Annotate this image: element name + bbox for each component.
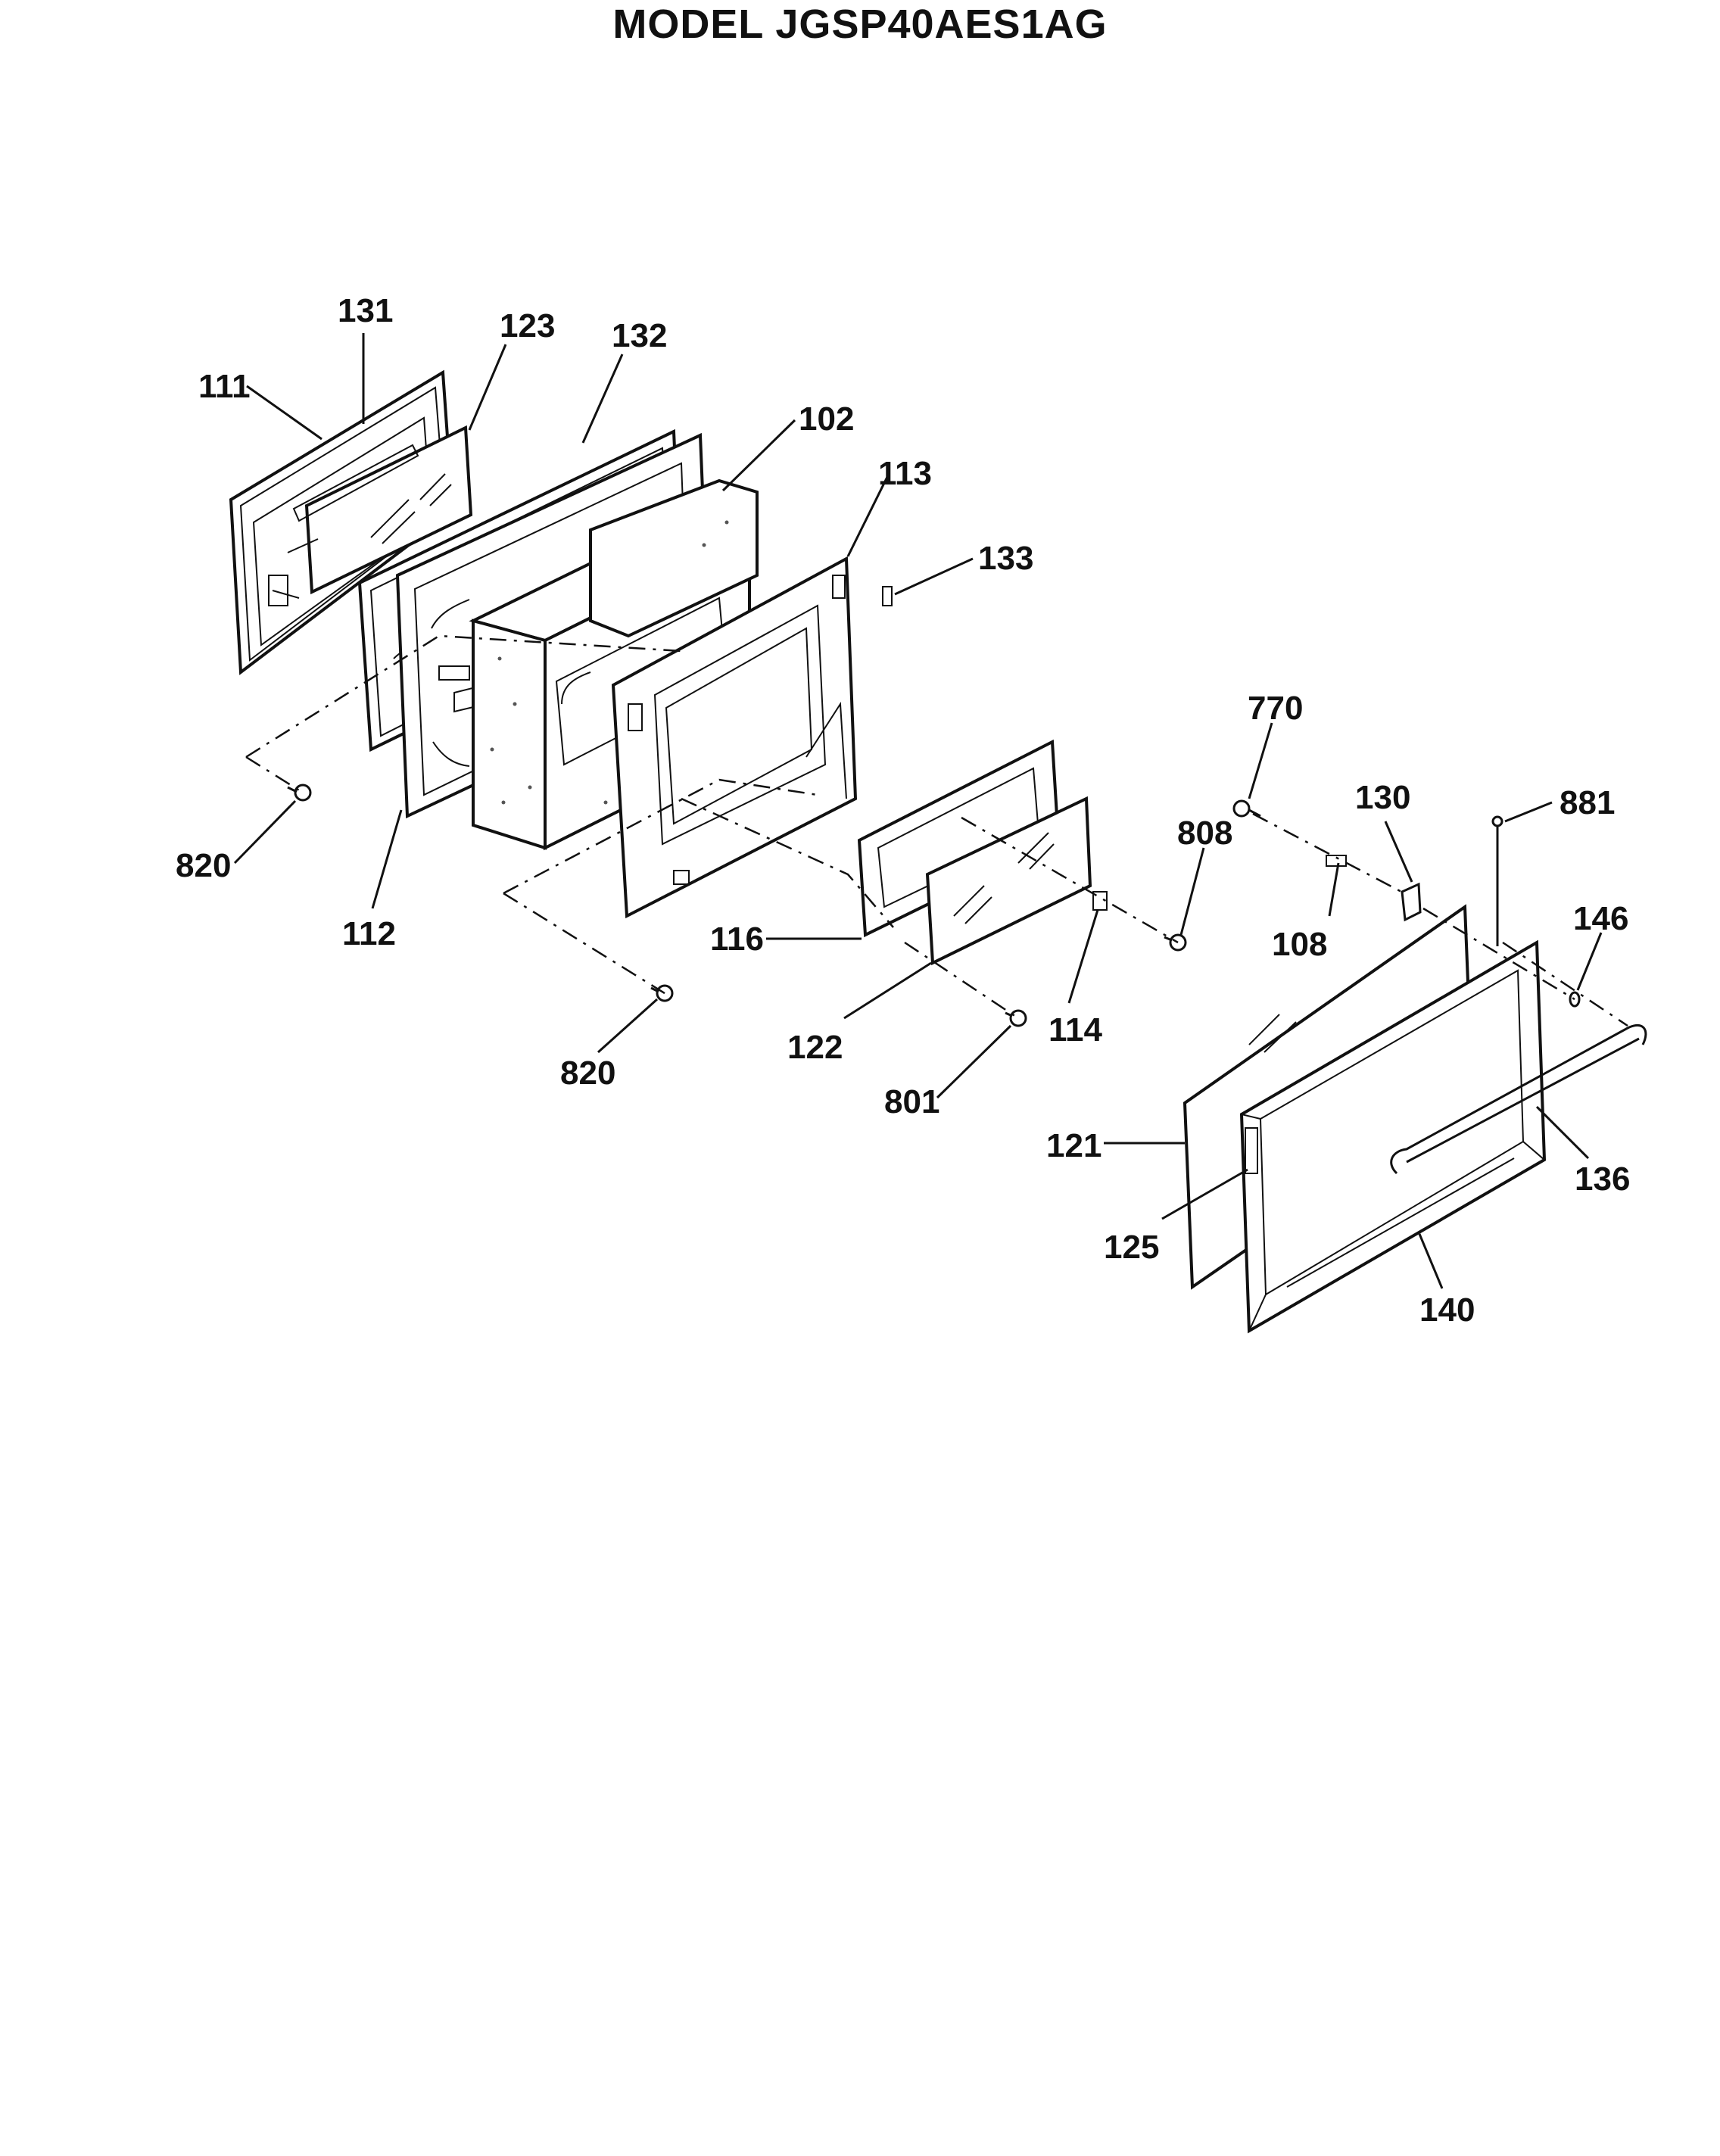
screw-820-lower <box>650 984 674 1002</box>
callout-133: 133 <box>978 540 1033 577</box>
callout-132: 132 <box>612 317 667 354</box>
callout-123: 123 <box>500 307 555 344</box>
diagram-title: MODEL JGSP40AES1AG <box>612 2 1108 47</box>
screw-801 <box>1005 1009 1027 1027</box>
part-114-bracket <box>1092 891 1108 911</box>
screw-808 <box>1164 933 1187 952</box>
callout-102: 102 <box>799 400 854 438</box>
part-108-spacer <box>1326 855 1347 867</box>
callout-125: 125 <box>1104 1229 1159 1266</box>
callout-820-lower: 820 <box>560 1055 615 1092</box>
callout-801: 801 <box>884 1083 939 1120</box>
callout-122: 122 <box>787 1029 843 1066</box>
callout-140: 140 <box>1419 1291 1475 1329</box>
screw-820-upper <box>287 784 312 802</box>
leader-lines <box>233 333 1603 1289</box>
screw-881 <box>1491 815 1503 946</box>
part-123-inner-glass <box>304 425 473 595</box>
alignment-dashed-lines <box>245 634 1628 1027</box>
part-113-door-inner-panel <box>611 556 858 919</box>
part-122-inner-glass <box>925 796 1092 966</box>
part-146-end-cap <box>1569 991 1581 1008</box>
callout-labels: 111 131 123 132 102 113 133 770 130 881 … <box>176 292 1630 1329</box>
callout-111: 111 <box>198 368 251 405</box>
part-140-outer-door-frame <box>1239 939 1547 1334</box>
callout-116: 116 <box>710 921 764 958</box>
part-131-glass-retainer <box>287 444 419 553</box>
callout-770: 770 <box>1248 690 1303 727</box>
part-130-pad <box>1401 882 1422 922</box>
callout-808: 808 <box>1177 815 1232 852</box>
part-133-clip <box>882 586 893 606</box>
part-136-door-handle <box>1390 1023 1647 1175</box>
callout-112: 112 <box>342 915 396 952</box>
callout-114: 114 <box>1049 1011 1103 1048</box>
callout-108: 108 <box>1272 926 1327 963</box>
callout-146: 146 <box>1573 900 1628 937</box>
callout-113: 113 <box>878 455 932 492</box>
callout-820-upper: 820 <box>176 847 231 884</box>
callout-130: 130 <box>1355 779 1410 816</box>
callout-881: 881 <box>1560 784 1615 821</box>
screw-770 <box>1232 799 1261 818</box>
callout-136: 136 <box>1575 1161 1630 1198</box>
callout-131: 131 <box>338 292 393 329</box>
callout-121: 121 <box>1046 1127 1101 1164</box>
